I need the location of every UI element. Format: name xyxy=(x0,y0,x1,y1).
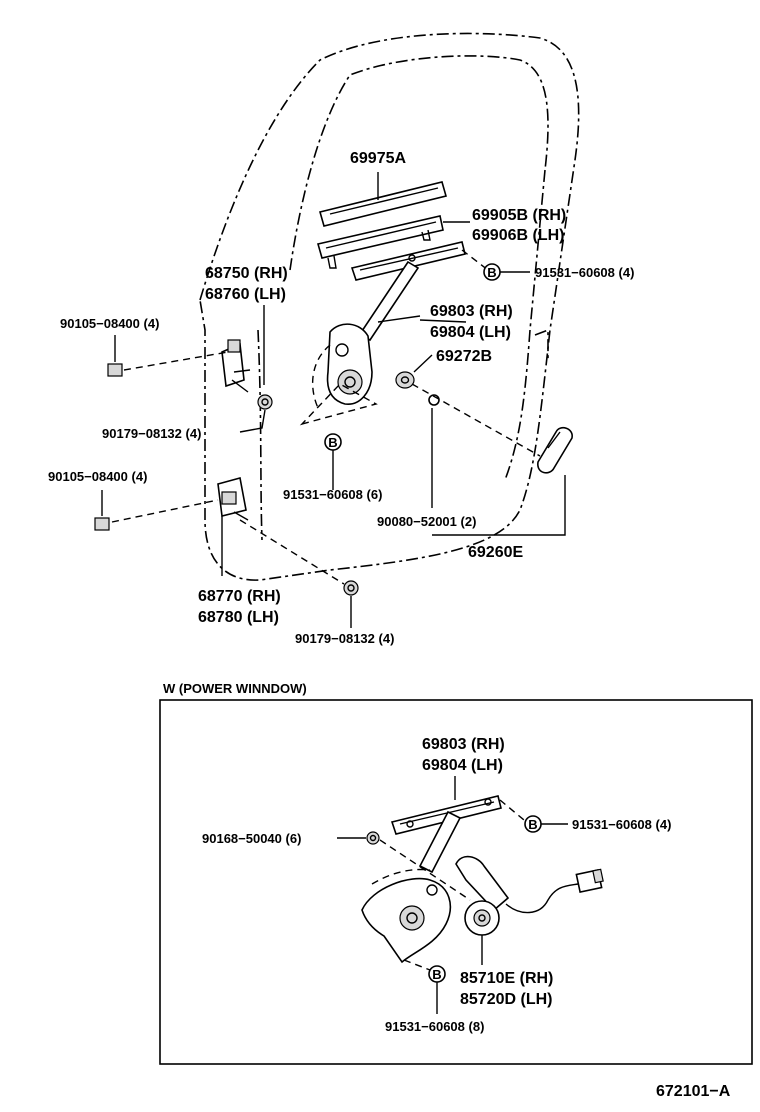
leader-69803 xyxy=(419,319,467,323)
figure-id: 672101−A xyxy=(656,1083,731,1100)
svg-text:B: B xyxy=(487,265,496,280)
label-68770: 68770 (RH) xyxy=(198,588,281,605)
inset-regulator-arm xyxy=(361,810,471,964)
label-69804: 69804 (LH) xyxy=(430,324,511,341)
label-69260e: 69260E xyxy=(468,544,523,561)
nut-icon xyxy=(337,831,380,845)
svg-text:B: B xyxy=(528,817,537,832)
label-69975a: 69975A xyxy=(350,150,406,167)
label-90179-a: 90179−08132 (4) xyxy=(102,426,201,441)
motor-icon xyxy=(455,855,510,965)
crank-handle-icon xyxy=(537,426,573,474)
clip-icon xyxy=(428,394,440,508)
label-69803: 69803 (RH) xyxy=(430,303,513,320)
nut-icon xyxy=(239,519,359,628)
label-69272b: 69272B xyxy=(436,348,492,365)
bolt-icon xyxy=(94,490,219,531)
part-68750-bracket xyxy=(221,305,265,393)
bolt-icon xyxy=(107,335,229,377)
inset-regulator-rail xyxy=(390,776,525,835)
bolt-b-icon: B xyxy=(324,433,342,451)
bolt-b-icon: B xyxy=(483,263,501,281)
inset-label-69804: 69804 (LH) xyxy=(422,757,503,774)
label-91531-4: 91531−60608 (4) xyxy=(535,265,634,280)
inset-label-90168: 90168−50040 (6) xyxy=(202,831,301,846)
connector-icon xyxy=(505,868,604,914)
leader-69260e xyxy=(432,475,566,536)
part-68770-bracket xyxy=(217,476,249,576)
inset-label-85720d: 85720D (LH) xyxy=(460,991,552,1008)
svg-text:B: B xyxy=(328,435,337,450)
door-outline xyxy=(199,32,580,581)
bolt-b-icon: B xyxy=(524,815,568,833)
label-69905b: 69905B (RH) xyxy=(472,207,566,224)
label-68760: 68760 (LH) xyxy=(205,286,286,303)
inset-label-91531-8: 91531−60608 (8) xyxy=(385,1019,484,1034)
inset-label-69803: 69803 (RH) xyxy=(422,736,505,753)
label-68750: 68750 (RH) xyxy=(205,265,288,282)
part-regulator-rail xyxy=(350,241,489,281)
inset-title: W (POWER WINNDOW) xyxy=(163,681,307,696)
part-69975a xyxy=(319,172,447,227)
part-window-regulator xyxy=(311,260,421,409)
label-68780: 68780 (LH) xyxy=(198,609,279,626)
svg-text:B: B xyxy=(432,967,441,982)
label-69906b: 69906B (LH) xyxy=(472,227,564,244)
part-69905b xyxy=(316,215,470,269)
inset-frame xyxy=(159,699,753,1065)
bolt-b-icon: B xyxy=(403,959,446,1014)
inset-label-91531-4: 91531−60608 (4) xyxy=(572,817,671,832)
bolt-path-lines xyxy=(299,383,378,426)
label-90179-b: 90179−08132 (4) xyxy=(295,631,394,646)
label-91531-6: 91531−60608 (6) xyxy=(283,487,382,502)
washer-69272b xyxy=(395,354,433,389)
nut-icon xyxy=(239,394,273,433)
label-90080: 90080−52001 (2) xyxy=(377,514,476,529)
inset-label-85710e: 85710E (RH) xyxy=(460,970,553,987)
label-90105-a: 90105−08400 (4) xyxy=(60,316,159,331)
crank-dash-line xyxy=(411,383,541,457)
label-90105-b: 90105−08400 (4) xyxy=(48,469,147,484)
